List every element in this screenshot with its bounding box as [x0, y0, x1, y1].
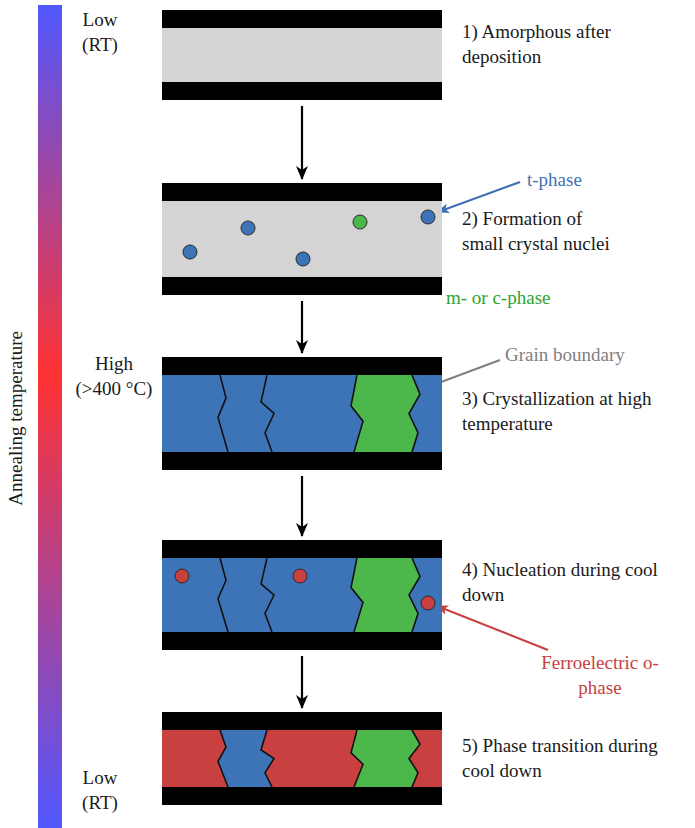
grain	[261, 375, 363, 452]
electrode	[162, 277, 442, 295]
grain-boundary-line	[218, 558, 228, 632]
grain-boundary-line	[261, 375, 274, 452]
crystal-nucleus	[293, 569, 307, 583]
grain	[409, 558, 442, 632]
grain	[162, 558, 228, 632]
temperature-label: High (>400 °C)	[72, 352, 156, 401]
film-illustration	[162, 10, 442, 100]
film-stack: 2) Formation of small crystal nuclei	[162, 183, 442, 295]
callout-label: Ferroelectric o-phase	[525, 651, 675, 700]
electrode	[162, 787, 442, 805]
amorphous-layer	[162, 201, 442, 277]
grain-boundary-line	[218, 375, 228, 452]
film-illustration	[162, 357, 442, 470]
process-arrow	[301, 106, 303, 179]
grain	[261, 730, 363, 787]
crystal-nucleus	[421, 596, 435, 610]
film-illustration	[162, 540, 442, 650]
callout-label: Grain boundary	[505, 343, 690, 368]
grain	[162, 730, 228, 787]
grain-boundary-line	[409, 730, 420, 787]
temperature-label: Low (RT)	[70, 8, 130, 57]
step-label: 5) Phase transition during cool down	[462, 734, 667, 783]
temperature-label: Low (RT)	[70, 766, 130, 815]
grain-boundary-line	[351, 558, 363, 632]
electrode	[162, 452, 442, 470]
electrode	[162, 10, 442, 28]
film-illustration	[162, 712, 442, 805]
crystal-nucleus	[175, 569, 189, 583]
electrode	[162, 712, 442, 730]
step-label: 2) Formation of small crystal nuclei	[462, 207, 612, 256]
electrode	[162, 540, 442, 558]
grain	[351, 375, 420, 452]
leader-line	[438, 182, 520, 212]
grain-boundary-line	[218, 730, 228, 787]
electrode	[162, 632, 442, 650]
grain-boundary-line	[261, 730, 274, 787]
step-label: 3) Crystallization at high temperature	[462, 387, 667, 436]
electrode	[162, 183, 442, 201]
axis-label: Annealing temperature	[4, 331, 29, 506]
grain-boundary-line	[261, 558, 274, 632]
leader-line	[437, 606, 548, 650]
callout-label: t-phase	[527, 168, 647, 193]
crystal-nucleus	[241, 221, 255, 235]
film-stack: 1) Amorphous after deposition	[162, 10, 442, 100]
electrode	[162, 82, 442, 100]
grain	[261, 558, 363, 632]
grain-boundary-line	[409, 558, 420, 632]
film-stack: 5) Phase transition during cool down	[162, 712, 442, 805]
process-arrow	[301, 301, 303, 353]
grain	[351, 730, 420, 787]
step-label: 4) Nucleation during cool down	[462, 558, 667, 607]
process-arrow	[301, 476, 303, 536]
crystal-nucleus	[421, 210, 435, 224]
crystal-nucleus	[296, 252, 310, 266]
film-illustration	[162, 183, 442, 295]
grain	[409, 730, 442, 787]
grain	[162, 375, 228, 452]
temperature-bar	[38, 5, 62, 828]
step-label: 1) Amorphous after deposition	[462, 20, 667, 69]
grain-boundary-line	[409, 375, 420, 452]
grain	[409, 375, 442, 452]
crystal-nucleus	[183, 245, 197, 259]
film-stack: 4) Nucleation during cool down	[162, 540, 442, 650]
process-arrow	[301, 656, 303, 708]
crystal-nucleus	[353, 215, 367, 229]
callout-label: m- or c-phase	[446, 286, 646, 311]
grain	[351, 558, 420, 632]
amorphous-layer	[162, 28, 442, 82]
grain-boundary-line	[351, 375, 363, 452]
film-stack: 3) Crystallization at high temperature	[162, 357, 442, 470]
electrode	[162, 357, 442, 375]
grain-boundary-line	[351, 730, 363, 787]
